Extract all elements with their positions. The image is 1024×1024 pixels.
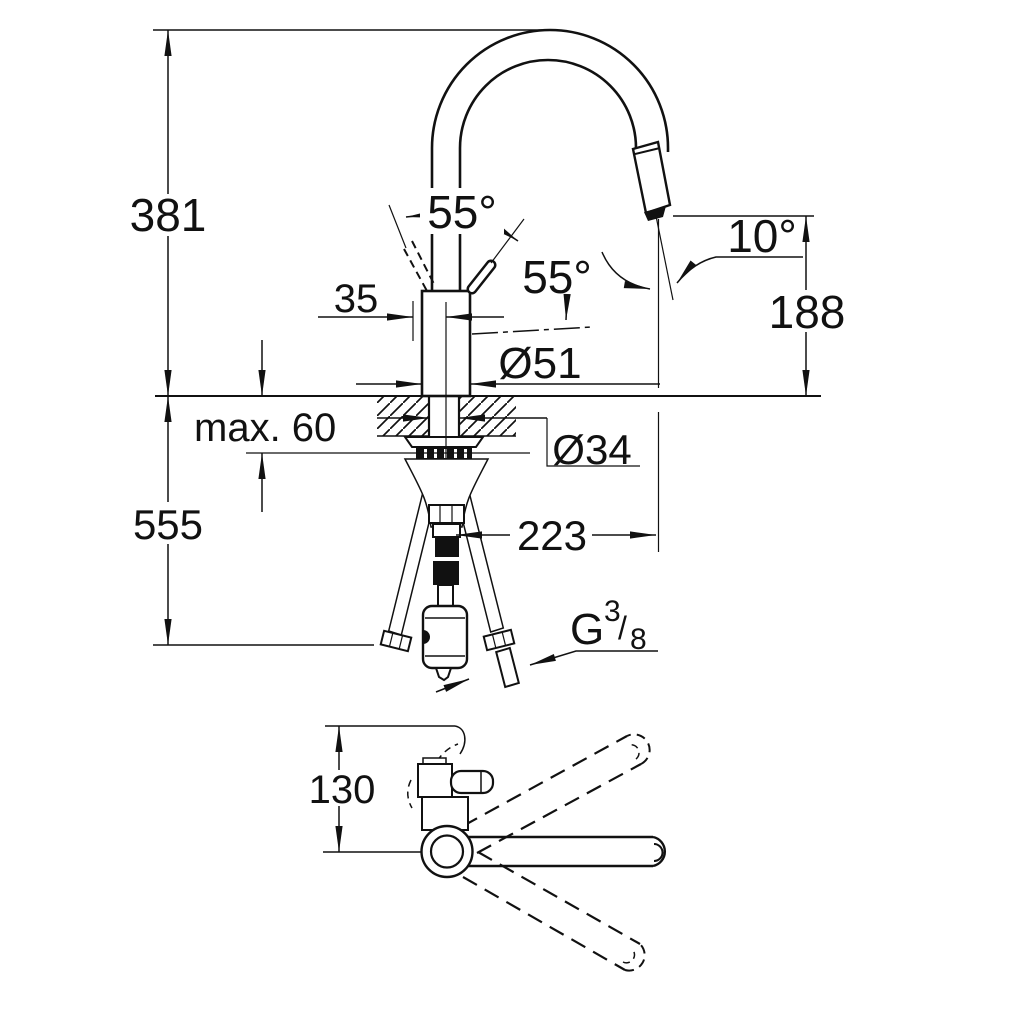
spout-swivel-range-dashed [462, 733, 651, 972]
top-view-body-circle [420, 824, 474, 879]
weight-notch [423, 630, 430, 644]
outlet-axis-lines [655, 215, 674, 552]
top-view-lever [449, 769, 495, 795]
dim-spray-angle-label: 10° [727, 210, 797, 262]
hose-bundle-cone [403, 458, 490, 528]
thread-denominator-label: 8 [630, 623, 647, 656]
dim-handle-offset-label: 35 [334, 277, 379, 321]
dim-total-height-label: 381 [130, 189, 207, 241]
dim-handle-swing-angle-label: 55° [427, 186, 497, 238]
top-view-spout-arm [465, 835, 666, 868]
top-view-handle [407, 743, 495, 831]
dim-hole-diameter-label: Ø34 [552, 426, 631, 473]
dim-top-view-offset-label: 130 [309, 768, 376, 812]
lever-handle [466, 218, 525, 295]
top-view-body-inner-ring [429, 834, 465, 869]
spray-head [631, 140, 672, 221]
top-view [323, 725, 666, 972]
thread-numerator-label: 3 [604, 595, 621, 628]
side-view [153, 28, 821, 693]
handle-axis-centerline [471, 326, 593, 335]
mounting-shank [427, 396, 461, 438]
hose-weight-assembly [421, 504, 469, 682]
dim-handle-tilt-angle-label: 55° [522, 251, 592, 303]
counter-section [377, 397, 516, 437]
dimension-labels: 381 55° 55° 10° 35 188 Ø51 max. 60 Ø34 5… [130, 186, 846, 812]
g38-connection-tube [494, 646, 521, 689]
dim-under-counter-depth-label: 555 [133, 501, 203, 548]
dim-outlet-height-label: 188 [769, 286, 846, 338]
dim-max-counter-thickness-label: max. 60 [194, 406, 336, 450]
thread-slash-label: / [618, 610, 627, 646]
spout-outline [430, 28, 670, 291]
base-flange [403, 436, 485, 461]
dim-body-diameter-label: Ø51 [498, 339, 581, 388]
thread-size-callout: G 3 / 8 [570, 595, 647, 656]
side-view-dimensions [164, 30, 810, 693]
dim-spout-reach-label: 223 [517, 512, 587, 559]
lever-handle-dashed-position [388, 204, 435, 292]
thread-g-label: G [570, 605, 604, 654]
